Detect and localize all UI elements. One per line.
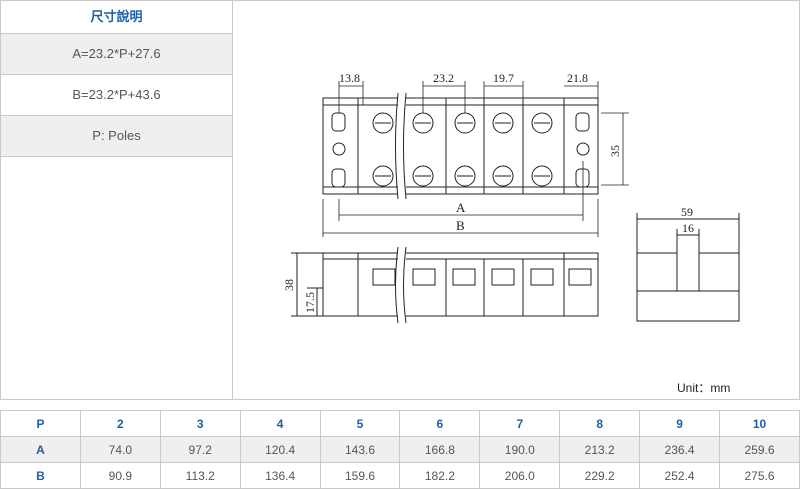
table-cell: 166.8 (399, 436, 481, 463)
dim-21-8: 21.8 (567, 71, 588, 85)
formula-a: A=23.2*P+27.6 (1, 34, 232, 75)
table-cell: 159.6 (319, 462, 401, 489)
table-cell: 143.6 (319, 436, 401, 463)
unit-label: Unit：mm (677, 381, 731, 395)
formula-column: 尺寸說明 A=23.2*P+27.6 B=23.2*P+43.6 P: Pole… (1, 1, 233, 399)
table-cell: 182.2 (399, 462, 481, 489)
header-cell: 6 (399, 410, 481, 437)
terminal-block-drawing: 13.8 23.2 19.7 21.8 35 A B (282, 71, 740, 324)
dim-59: 59 (681, 205, 693, 219)
dimension-title: 尺寸說明 (1, 1, 232, 34)
row-label: A (0, 436, 81, 463)
table-cell: 229.2 (559, 462, 641, 489)
dim-17-5: 17.5 (303, 292, 317, 313)
table-cell: 252.4 (639, 462, 721, 489)
dim-16: 16 (682, 221, 694, 235)
table-cell: 74.0 (79, 436, 161, 463)
header-cell: 7 (479, 410, 561, 437)
table-cell: 97.2 (159, 436, 241, 463)
dim-38: 38 (282, 279, 296, 291)
row-label: B (0, 462, 81, 489)
poles-note: P: Poles (1, 116, 232, 157)
header-cell: 5 (319, 410, 401, 437)
header-cell: 10 (719, 410, 800, 437)
table-row: A 74.0 97.2 120.4 143.6 166.8 190.0 213.… (0, 436, 800, 463)
header-cell: 8 (559, 410, 641, 437)
side-view (636, 213, 740, 322)
label-b: B (456, 218, 465, 233)
dim-13-8: 13.8 (339, 71, 360, 85)
table-header-row: P 2 3 4 5 6 7 8 9 10 (0, 410, 800, 437)
table-cell: 236.4 (639, 436, 721, 463)
top-view-body (322, 97, 599, 195)
header-cell: 4 (239, 410, 321, 437)
header-cell: 3 (159, 410, 241, 437)
spec-panel: 尺寸說明 A=23.2*P+27.6 B=23.2*P+43.6 P: Pole… (0, 0, 800, 400)
table-cell: 275.6 (719, 462, 800, 489)
table-cell: 136.4 (239, 462, 321, 489)
dim-19-7: 19.7 (493, 71, 514, 85)
pole-dimension-table: P 2 3 4 5 6 7 8 9 10 A 74.0 97.2 120.4 1… (0, 410, 800, 489)
table-cell: 206.0 (479, 462, 561, 489)
dim-35: 35 (608, 145, 622, 157)
front-view (291, 252, 599, 317)
table-cell: 259.6 (719, 436, 800, 463)
formula-b: B=23.2*P+43.6 (1, 75, 232, 116)
table-row: B 90.9 113.2 136.4 159.6 182.2 206.0 229… (0, 462, 800, 489)
label-a: A (456, 200, 466, 215)
table-cell: 213.2 (559, 436, 641, 463)
dim-23-2: 23.2 (433, 71, 454, 85)
header-cell: 9 (639, 410, 721, 437)
header-cell: P (0, 410, 81, 437)
table-cell: 113.2 (159, 462, 241, 489)
table-cell: 190.0 (479, 436, 561, 463)
header-cell: 2 (79, 410, 161, 437)
table-cell: 120.4 (239, 436, 321, 463)
table-cell: 90.9 (79, 462, 161, 489)
